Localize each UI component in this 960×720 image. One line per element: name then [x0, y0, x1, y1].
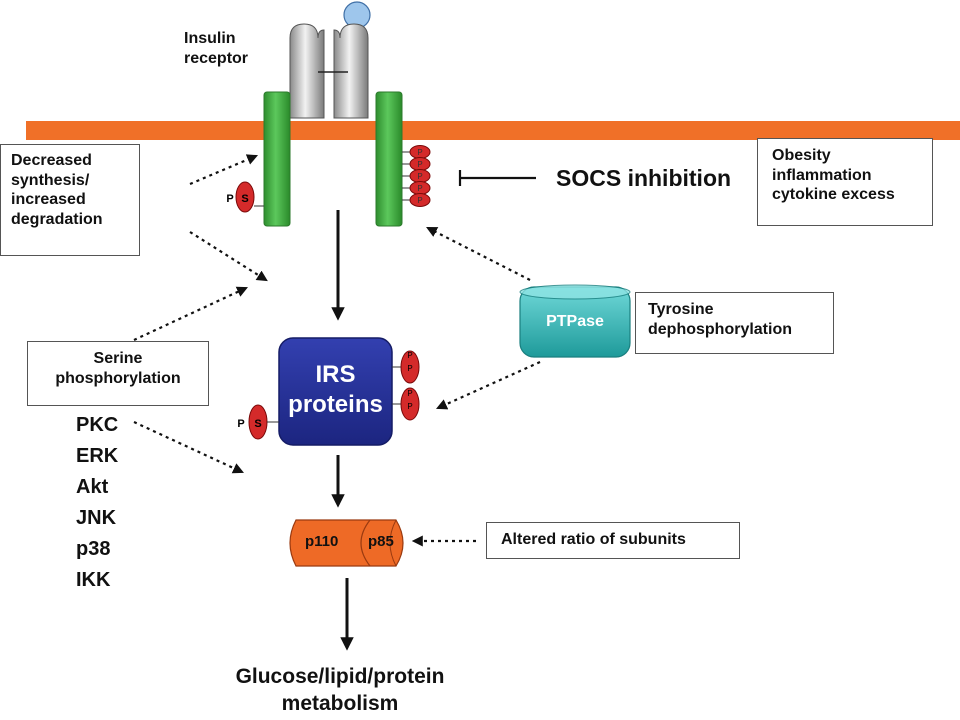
ptpase-label: PTPase [546, 313, 604, 330]
svg-text:P: P [407, 364, 412, 373]
svg-text:P: P [407, 351, 412, 360]
socs-inhibition-label: SOCS inhibition [556, 165, 732, 191]
receptor-p-label: P [417, 160, 422, 169]
svg-text:P: P [226, 193, 233, 205]
altered-ratio-text: Altered ratio of subunits [501, 531, 686, 548]
serine-phosphorylation-text: Serine phosphorylation [55, 350, 181, 387]
svg-text:P: P [407, 389, 412, 398]
irs-phospho-right: P P P P [392, 350, 420, 421]
receptor-beta-right [375, 91, 403, 227]
decreased-synthesis-box: Decreased synthesis/ increased degradati… [0, 144, 140, 256]
dotted-arrow-serine-to-receptor [133, 286, 248, 341]
dotted-arrow-kinases-to-irs [133, 421, 244, 474]
socs-inhibition-line [458, 170, 536, 186]
p110-label: p110 [305, 533, 339, 550]
receptor-p-label: P [417, 148, 422, 157]
tyrosine-dephosphorylation-text: Tyrosine dephosphorylation [648, 301, 792, 338]
altered-ratio-box: Altered ratio of subunits [486, 522, 740, 559]
dotted-arrow-ptpase-to-receptor [426, 227, 531, 281]
irs-proteins-block [278, 337, 393, 446]
serine-phosphorylation-box: Serine phosphorylation [27, 341, 209, 406]
receptor-p-label: P [417, 184, 422, 193]
metabolism-label: Glucose/lipid/protein metabolism [235, 665, 445, 715]
dotted-arrow-degradation-to-receptor [189, 154, 259, 186]
receptor-serine-phospho: P S [226, 181, 264, 213]
receptor-alpha-subunits [289, 23, 369, 119]
svg-text:S: S [254, 418, 261, 430]
receptor-phospho-stack [402, 145, 431, 207]
irs-serine-phospho: P S [237, 404, 279, 440]
kinase-pkc: PKC [76, 414, 119, 436]
kinase-akt: Akt [76, 476, 109, 498]
kinase-erk: ERK [76, 445, 119, 467]
svg-text:P: P [407, 402, 412, 411]
tyrosine-dephosphorylation-box: Tyrosine dephosphorylation [635, 292, 834, 354]
receptor-p-label: P [417, 172, 422, 181]
cell-membrane [26, 121, 960, 140]
insulin-receptor-label: Insulin receptor [184, 30, 249, 67]
dotted-arrow-degradation-to-irs [189, 231, 268, 282]
kinase-jnk: JNK [76, 507, 117, 529]
kinase-p38: p38 [76, 538, 111, 560]
ptpase-enzyme [519, 284, 631, 358]
pi3k-complex [289, 519, 404, 567]
svg-text:S: S [241, 193, 248, 205]
decreased-synthesis-text: Decreased synthesis/ increased degradati… [11, 152, 103, 228]
obesity-text: Obesity inflammation cytokine excess [772, 147, 895, 204]
receptor-beta-left [263, 91, 291, 227]
obesity-box: Obesity inflammation cytokine excess [757, 138, 933, 226]
receptor-p-label: P [417, 196, 422, 205]
dotted-arrow-ptpase-to-irs [435, 360, 541, 410]
irs-proteins-label: IRS proteins [288, 361, 383, 418]
kinase-ikk: IKK [76, 569, 111, 591]
p85-label: p85 [368, 533, 394, 550]
svg-text:P: P [237, 418, 244, 430]
